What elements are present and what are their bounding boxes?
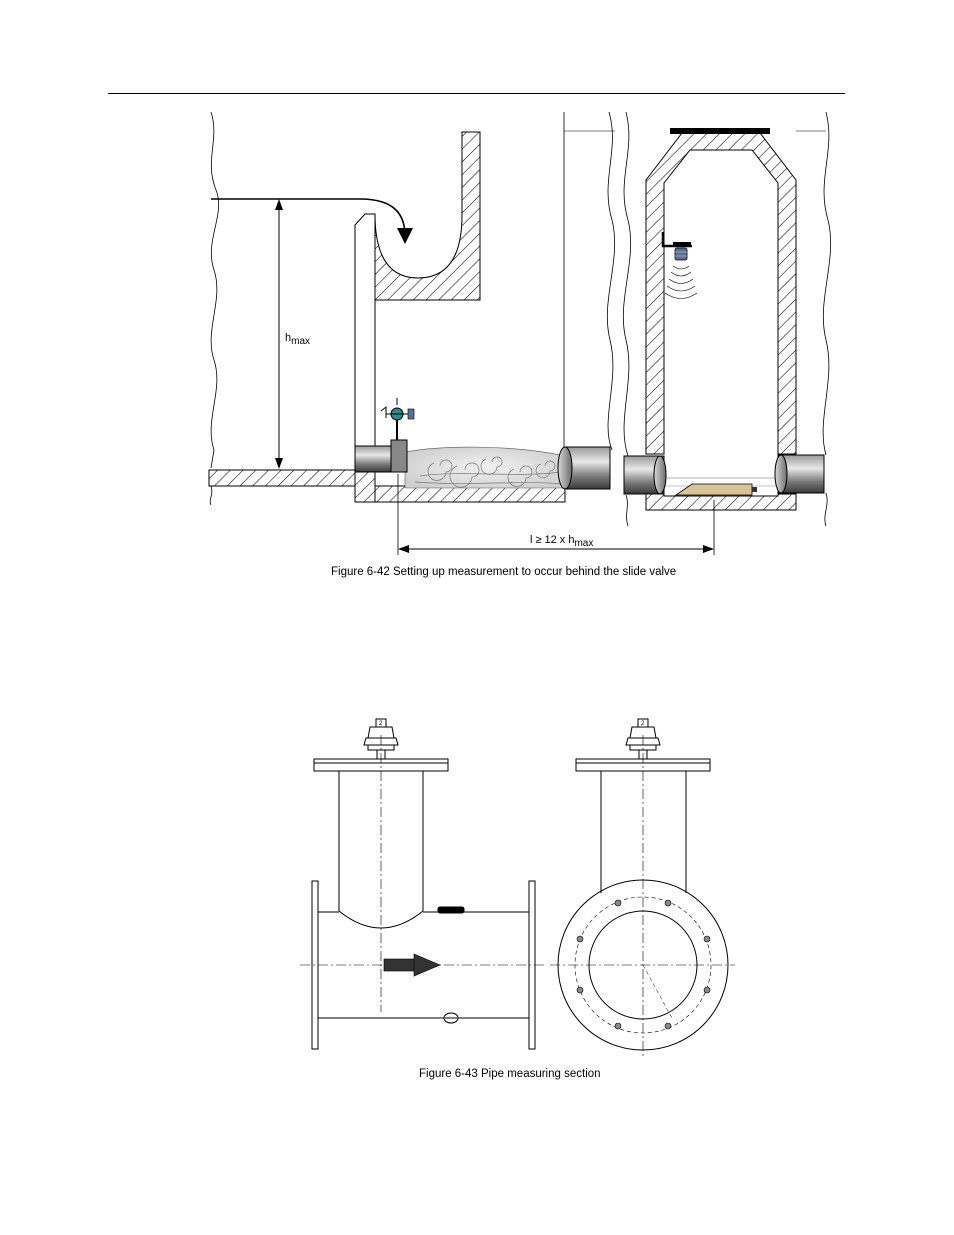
figure-6-42-diagram: hmax (208, 111, 832, 555)
pipe-side-view: 2 (300, 718, 546, 1050)
hmax-label-sub: max (291, 336, 310, 347)
hmax-label: h (285, 332, 291, 344)
sensor-mark-left: 2 (379, 721, 383, 727)
ground-wave-left (210, 111, 220, 469)
shaft-floor (645, 493, 797, 511)
figure-6-42-caption: Figure 6-42 Setting up measurement to oc… (331, 566, 677, 578)
ground-wave-right (822, 111, 832, 456)
sensor-mark-right: 2 (641, 721, 645, 727)
figure-6-43-caption: Figure 6-43 Pipe measuring section (419, 1068, 601, 1080)
measurement-shaft (645, 132, 797, 455)
channel-floor (208, 469, 356, 487)
ground-wave-left-bottom (209, 485, 213, 506)
l-label-mid: 12 x h (545, 534, 575, 546)
pipe-end-view: 2 (550, 718, 735, 1058)
l-label-sub: max (574, 538, 593, 549)
ultrasonic-sensor-icon (661, 232, 698, 299)
chamber-floor (354, 485, 566, 503)
shaft-cover (670, 128, 770, 134)
overflow-arrow (211, 198, 413, 244)
wedge-sensor-icon (674, 483, 753, 496)
swirls (414, 456, 563, 488)
slide-valve-wall (354, 131, 481, 470)
figure-6-43-diagram: 2 2 (300, 718, 735, 1058)
flow-arrow-icon (383, 953, 441, 977)
clamp-sensor-icon (390, 439, 408, 473)
header-rule (108, 93, 845, 94)
svg-text:hmax: hmax (285, 332, 310, 347)
l-label: l (530, 534, 532, 546)
svg-text:l≥12 x hmax: l≥12 x hmax (530, 534, 593, 549)
geq-symbol: ≥ (535, 534, 541, 546)
